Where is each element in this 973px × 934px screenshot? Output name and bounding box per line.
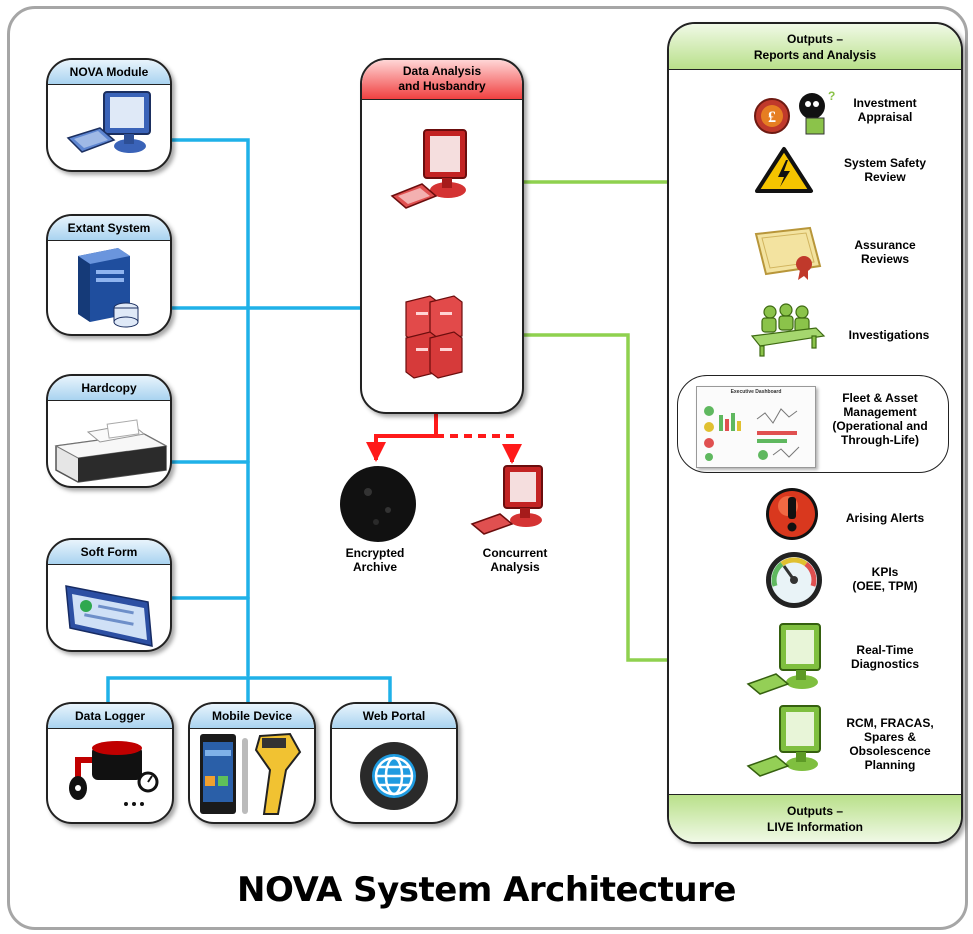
data-logger-icon [48,730,172,822]
nova-module-header: NOVA Module [48,60,170,85]
fleet-asset-management-label: Fleet & Asset Management (Operational an… [832,391,928,447]
outputs-live-header: Outputs – LIVE Information [669,794,961,842]
meeting-icon [748,302,828,358]
kpis-label: KPIs (OEE, TPM) [852,565,918,593]
server-cluster-icon [400,288,470,380]
warning-icon [754,146,814,194]
server-icon [48,242,170,334]
dashboard-title: Executive Dashboard [730,389,782,395]
investment-appraisal-icon: £ ? [750,88,840,138]
rcm-workstation-icon [746,702,836,784]
analysis-workstation-icon [388,128,488,218]
rcm-fracas-label: RCM, FRACAS, Spares & Obsolescence Plann… [846,716,934,772]
real-time-diagnostics-label: Real-Time Diagnostics [850,643,919,671]
arising-alerts-label: Arising Alerts [845,511,925,525]
computer-icon [48,86,170,170]
encrypted-archive-icon [336,462,420,546]
extant-system-header: Extant System [48,216,170,241]
scanner-icon [48,402,170,486]
page-title: NOVA System Architecture [237,870,736,910]
data-logger-header: Data Logger [48,704,172,729]
certificate-icon [752,226,824,282]
investment-appraisal-label: Investment Appraisal [853,96,917,124]
svg-text:?: ? [828,89,835,103]
encrypted-archive-label: Encrypted Archive [345,546,405,574]
assurance-reviews-label: Assurance Reviews [854,238,916,266]
outputs-reports-header: Outputs – Reports and Analysis [669,24,961,70]
svg-text:£: £ [768,109,776,126]
diagnostics-workstation-icon [746,620,836,702]
mobile-device-header: Mobile Device [190,704,314,729]
dashboard-icon: Executive Dashboard [696,386,816,468]
concurrent-analysis-icon [470,462,560,542]
globe-icon [332,730,456,822]
investigations-label: Investigations [848,328,930,342]
soft-form-header: Soft Form [48,540,170,565]
concurrent-analysis-label: Concurrent Analysis [482,546,548,574]
nova-module-box[interactable]: NOVA Module [46,58,172,172]
web-portal-box[interactable]: Web Portal [330,702,458,824]
data-analysis-header: Data Analysis and Husbandry [362,60,522,100]
hardcopy-box[interactable]: Hardcopy [46,374,172,488]
extant-system-box[interactable]: Extant System [46,214,172,336]
gauge-icon [764,550,824,610]
hardcopy-header: Hardcopy [48,376,170,401]
mobile-device-box[interactable]: Mobile Device [188,702,316,824]
document-window-icon [48,566,170,650]
alert-icon [764,486,820,542]
data-logger-box[interactable]: Data Logger [46,702,174,824]
web-portal-header: Web Portal [332,704,456,729]
soft-form-box[interactable]: Soft Form [46,538,172,652]
mobile-device-icon [190,730,314,822]
system-safety-review-label: System Safety Review [843,156,927,184]
